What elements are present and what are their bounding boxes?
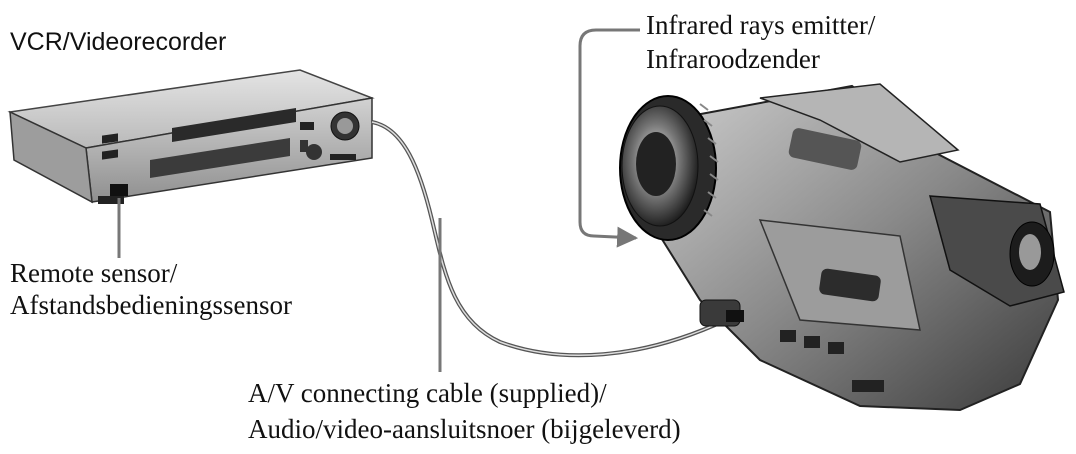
camcorder-icon bbox=[619, 83, 1065, 412]
cable-label-line2: Audio/video-aansluitsnoer (bijgeleverd) bbox=[248, 414, 681, 444]
emitter-leader bbox=[578, 28, 640, 248]
vcr-icon bbox=[7, 69, 375, 204]
vcr-title-label: VCR/Videorecorder bbox=[10, 28, 226, 56]
emitter-label-line2: Infraroodzender bbox=[646, 44, 820, 74]
cable-label-line1: A/V connecting cable (supplied)/ bbox=[248, 378, 607, 408]
remote-sensor-label-line2: Afstandsbedieningssensor bbox=[10, 290, 292, 320]
remote-sensor-label-line1: Remote sensor/ bbox=[10, 258, 178, 288]
emitter-label-line1: Infrared rays emitter/ bbox=[646, 10, 876, 40]
